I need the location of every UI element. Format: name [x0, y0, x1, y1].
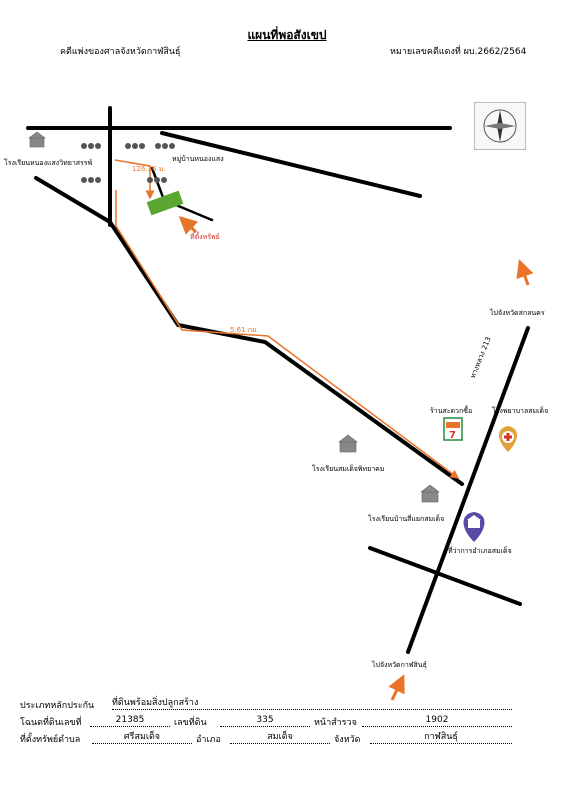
hospital-pin-icon [499, 426, 517, 452]
land-no-value: 335 [220, 714, 310, 727]
svg-text:7: 7 [449, 430, 456, 441]
to-kalasin-label: ไปจังหวัดกาฬสินธุ์ [372, 661, 427, 669]
road-main-diagonal [108, 220, 464, 486]
district-label: อำเภอ [196, 735, 221, 745]
land-no-label: เลขที่ดิน [174, 718, 207, 728]
deed-label: โฉนดที่ดินเลขที่ [20, 718, 82, 728]
district-value: สมเด็จ [230, 731, 330, 744]
property-parcel [146, 190, 184, 216]
survey-value: 1902 [362, 714, 512, 727]
road-crossing [368, 546, 522, 606]
school-icons [28, 131, 440, 503]
case-number: หมายเลขคดีแดงที่ ผบ.2662/2564 [390, 47, 527, 57]
property-arrow [178, 215, 199, 235]
arrow-to-sakon-nakhon [516, 259, 534, 286]
district-office-label: ที่ว่าการอำเภอสมเด็จ [448, 547, 512, 555]
survey-label: หน้าสำรวจ [314, 718, 357, 728]
road-property-link [150, 166, 166, 202]
property-label: ที่ตั้งทรัพย์ [190, 233, 220, 241]
road-west-branch [34, 176, 112, 224]
roads [26, 106, 530, 654]
compass-icon [474, 102, 526, 150]
highway-213 [406, 326, 530, 654]
route-short [114, 159, 155, 200]
convenience-store-label: ร้านสะดวกซื้อ [430, 407, 473, 415]
distance-short-label: 126.36 ม. [132, 165, 166, 173]
court-name: คดีแพ่งของศาลจังหวัดกาฬสินธุ์ [60, 47, 181, 57]
route-lines [114, 159, 460, 479]
district-office-pin-icon [463, 512, 485, 542]
school-nong-saeng-label: โรงเรียนหนองแสงวิทยาสรรพ์ [4, 159, 93, 167]
village-nong-saeng-label: หมู่บ้านหนองแสง [172, 155, 224, 163]
map-title: แผนที่พอสังเขป [247, 28, 327, 42]
store-icon: 7 [443, 417, 463, 441]
arrow-to-kalasin [388, 674, 405, 701]
province-value: กาฬสินธุ์ [370, 731, 512, 744]
subdistrict-value: ศรีสมเด็จ [92, 731, 192, 744]
route-long [115, 190, 460, 479]
road-village-east [160, 131, 422, 198]
to-sakon-nakhon-label: ไปจังหวัดสกลนคร [490, 309, 545, 317]
school-somdet-label: โรงเรียนสมเด็จพิทยาคม [312, 465, 385, 473]
distance-long-label: 5.61 กม. [230, 326, 259, 334]
type-label: ประเภทหลักประกัน [20, 701, 95, 711]
hospital-label: โรงพยาบาลสมเด็จ [492, 407, 549, 415]
deed-value: 21385 [90, 714, 170, 727]
village-houses [81, 143, 175, 183]
type-value: ที่ดินพร้อมสิ่งปลูกสร้าง [112, 697, 512, 710]
province-label: จังหวัด [334, 735, 361, 745]
location-label: ที่ตั้งทรัพย์ตำบล [20, 735, 81, 745]
school-ban-somdet-label: โรงเรียนบ้านสี่แยกสมเด็จ [368, 515, 445, 523]
